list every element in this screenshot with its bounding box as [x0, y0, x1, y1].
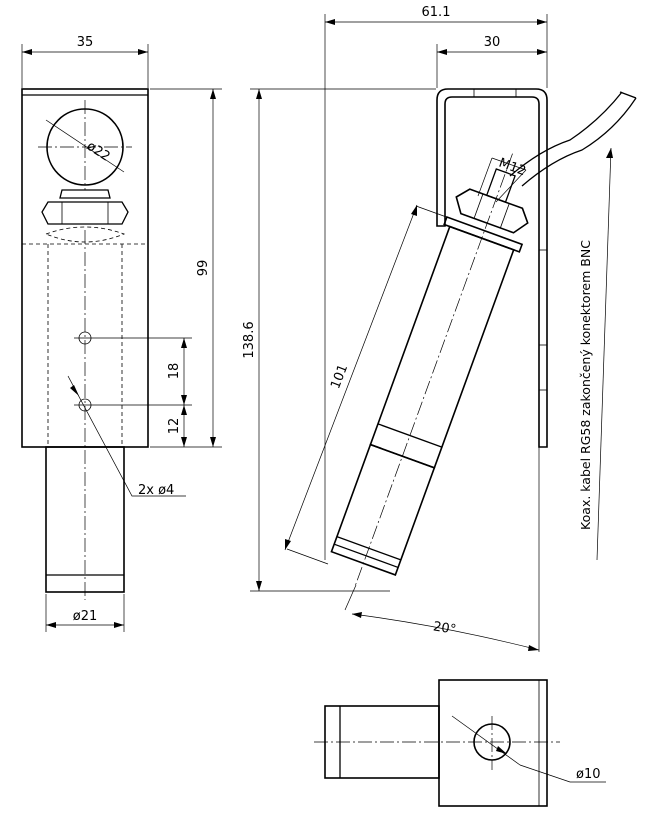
dim-overall-height: 138.6 [242, 321, 257, 358]
dim-bracket-width: 30 [484, 35, 501, 50]
dim-shaft-diameter: ø21 [73, 609, 98, 624]
top-view: ø10 [314, 679, 606, 807]
dim-hole-spacing: 18 [167, 363, 182, 380]
cable-note: Koax. kabel RG58 zakončený konektorem BN… [578, 240, 593, 530]
sensor-assembly [330, 153, 529, 586]
side-view-dimensions: 61.1 30 M12 138.6 101 20° [242, 5, 613, 652]
washer-hidden [45, 226, 126, 243]
shaft [45, 446, 125, 593]
dim-thread: M12 [497, 156, 528, 180]
top-view-body [438, 679, 548, 807]
nut-hex [41, 201, 129, 225]
side-view [330, 88, 637, 586]
nut-top [59, 189, 111, 199]
nut [455, 188, 529, 234]
dim-front-width: 35 [77, 35, 94, 50]
dim-top-hole-diameter: ø10 [576, 767, 601, 782]
front-view [21, 88, 149, 600]
dim-holes: 2x ø4 [138, 483, 174, 498]
dim-hole-offset: 12 [167, 418, 182, 435]
dim-bore-diameter: ø22 [84, 139, 113, 165]
dim-overall-width: 61.1 [422, 5, 451, 20]
bracket [436, 88, 548, 448]
dim-front-height: 99 [196, 260, 211, 277]
dim-angle: 20° [432, 619, 457, 637]
front-view-dimensions: 35 ø22 99 18 12 2x ø4 ø21 [21, 35, 222, 632]
cable [509, 91, 623, 177]
